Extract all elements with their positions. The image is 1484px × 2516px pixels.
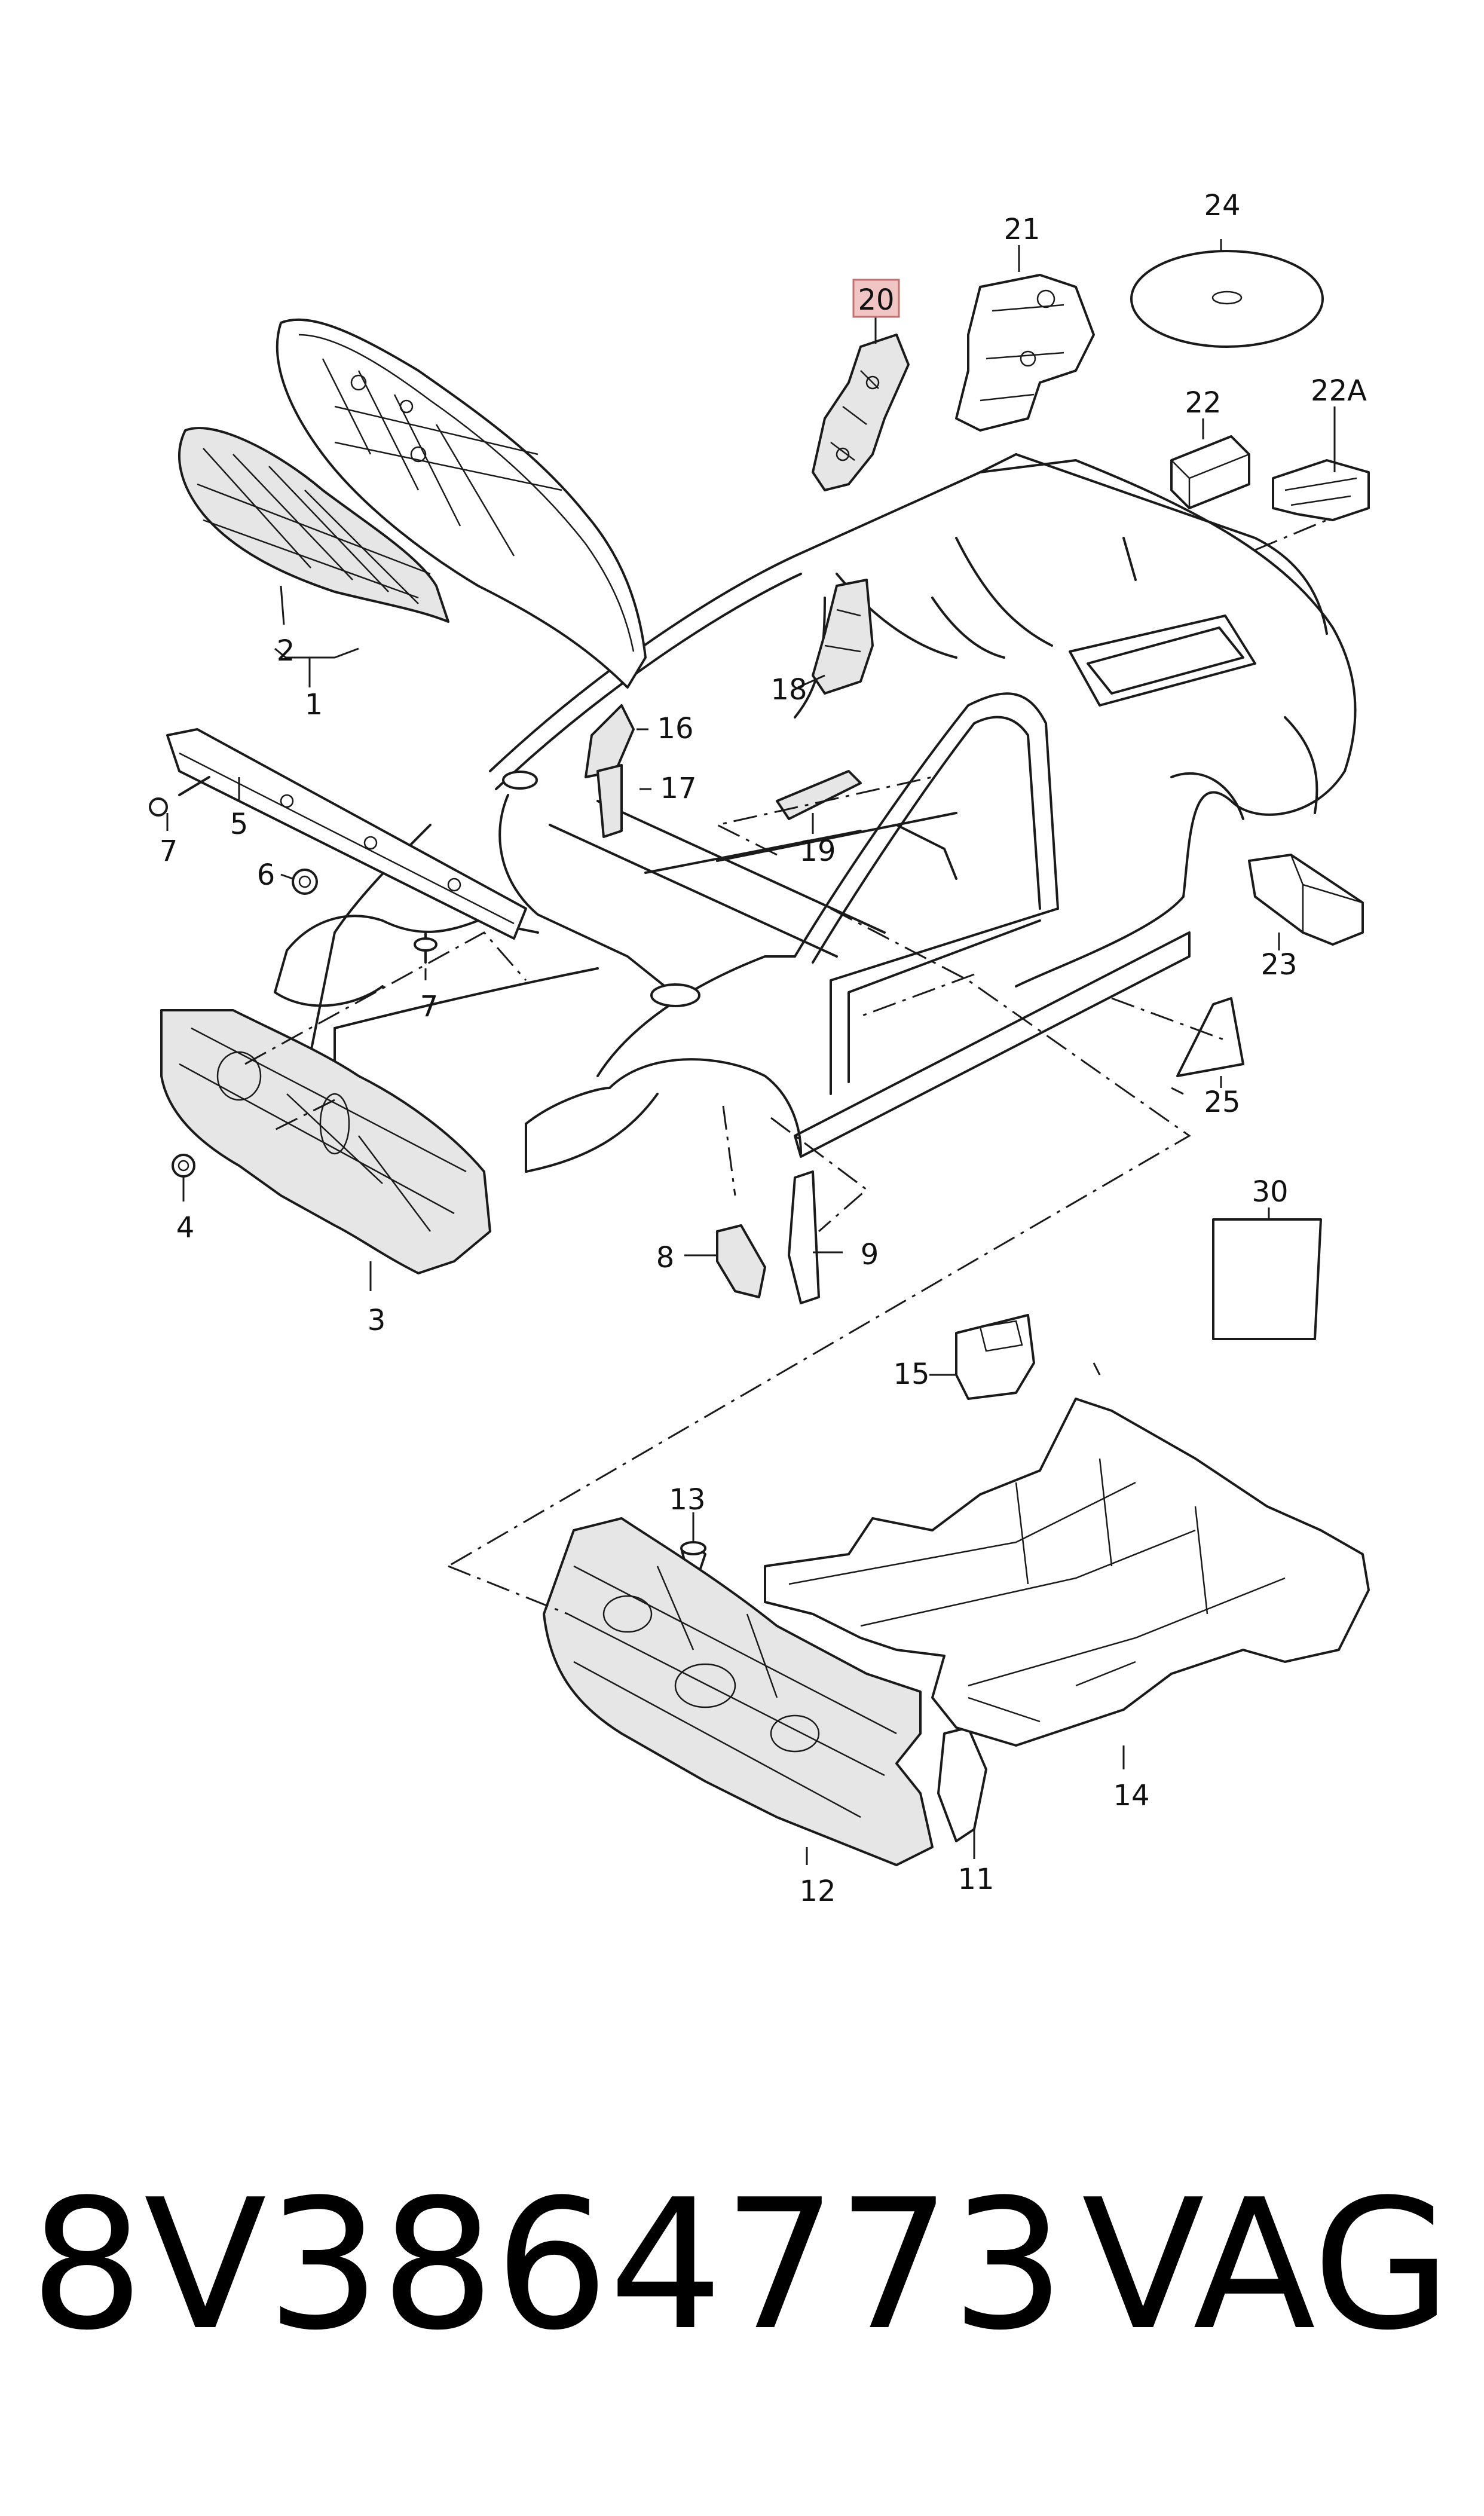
callout-14: 14 [1113, 1779, 1149, 1812]
callout-22: 22 [1185, 386, 1221, 420]
highlight-box [852, 279, 900, 318]
part-21-insulation [955, 274, 1095, 432]
callout-7b: 7 [420, 990, 439, 1023]
part-20-insulation [812, 334, 910, 491]
callout-18: 18 [770, 673, 807, 707]
reference-lines [244, 519, 1327, 1615]
part-number-caption: 8V3864773 [30, 2161, 1066, 2370]
callout-22a: 22A [1311, 374, 1367, 408]
brand-caption: VAG [1082, 2161, 1452, 2370]
callout-8: 8 [656, 1241, 675, 1274]
part-19-insulation [776, 770, 862, 820]
part-18-insulation [812, 579, 874, 695]
callout-17: 17 [660, 772, 696, 805]
part-9-insulation [788, 1170, 820, 1304]
part-12-bulkhead-mat [543, 1517, 934, 1866]
callout-20: 20 [858, 283, 894, 317]
part-14-carpet [764, 1398, 1370, 1747]
callout-19: 19 [799, 834, 836, 868]
callout-23: 23 [1260, 948, 1297, 982]
leader-lines [166, 239, 1336, 1865]
callout-5: 5 [230, 808, 249, 841]
part-25-wedge [1176, 997, 1244, 1077]
bonnet-insulation [178, 318, 647, 689]
part-24-disc [1130, 250, 1324, 348]
callout-6: 6 [257, 858, 276, 892]
callout-3: 3 [368, 1304, 386, 1337]
callout-labels: 1 2 3 4 5 6 7 7 8 9 11 12 13 14 15 16 17… [160, 189, 1367, 1908]
left-side-parts [149, 728, 527, 1274]
callout-13: 13 [669, 1483, 705, 1517]
callout-4: 4 [176, 1211, 195, 1245]
part-11-insulation [937, 1726, 987, 1842]
part-15-block [955, 1314, 1035, 1400]
callout-2: 2 [277, 634, 295, 668]
car-body-shell [274, 453, 1357, 1173]
part-8-insulation [716, 1224, 766, 1298]
callout-25: 25 [1204, 1086, 1240, 1119]
callout-16: 16 [657, 712, 693, 745]
callout-21: 21 [1003, 213, 1040, 246]
part-16-insulation [585, 704, 635, 778]
callout-9: 9 [861, 1238, 879, 1271]
callout-30: 30 [1252, 1175, 1288, 1209]
callout-15: 15 [893, 1358, 929, 1391]
callout-7a: 7 [160, 834, 178, 868]
callout-24: 24 [1204, 189, 1240, 222]
part-22a-bracket [1272, 459, 1370, 521]
callout-1: 1 [305, 688, 323, 722]
callout-12: 12 [799, 1875, 836, 1908]
part-30-sheet [1212, 1218, 1322, 1340]
part-23-duct [1248, 854, 1364, 946]
part-22-block [1170, 435, 1250, 509]
part-17-insulation [596, 764, 623, 838]
callout-11: 11 [957, 1863, 994, 1896]
